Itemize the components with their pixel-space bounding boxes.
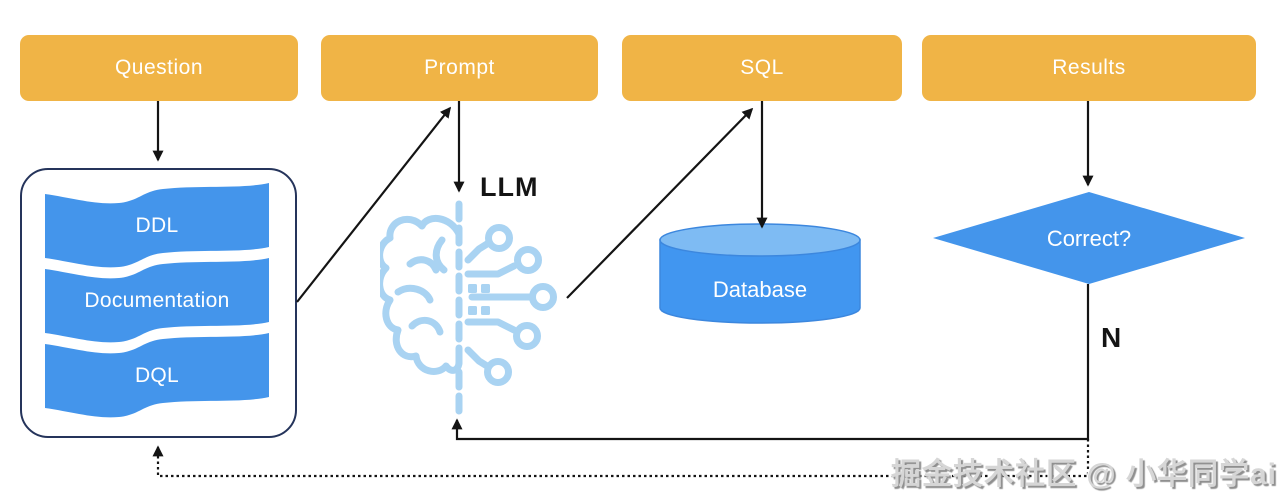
circuit-dash bbox=[468, 284, 477, 293]
database-label: Database bbox=[712, 277, 808, 302]
circuit-dash bbox=[481, 284, 490, 293]
circuit-node bbox=[485, 224, 513, 252]
circuit-dash bbox=[468, 306, 477, 315]
watermark-text: 掘金技术社区 @ 小华同学ai bbox=[891, 458, 1277, 491]
no-branch-label: N bbox=[1101, 322, 1122, 353]
brain-left-hemisphere bbox=[380, 215, 463, 375]
banner-ddl: DDL bbox=[45, 182, 269, 270]
llm-brain-icon bbox=[380, 200, 557, 416]
decision-label: Correct? bbox=[1046, 226, 1132, 251]
wave-banner-shape bbox=[45, 183, 269, 268]
stage-box-prompt: Prompt bbox=[321, 35, 598, 101]
wave-banner-shape bbox=[45, 258, 269, 343]
llm-label: LLM bbox=[480, 172, 539, 202]
stage-box-sql: SQL bbox=[622, 35, 902, 101]
circuit-dash bbox=[481, 306, 490, 315]
stage-label-sql: SQL bbox=[740, 56, 784, 79]
banner-label-documentation: Documentation bbox=[84, 289, 230, 312]
banner-label-dql: DQL bbox=[134, 364, 180, 387]
circuit-trace bbox=[464, 240, 491, 264]
stage-label-prompt: Prompt bbox=[424, 56, 495, 79]
banner-documentation: Documentation bbox=[45, 257, 269, 345]
stage-box-results: Results bbox=[922, 35, 1256, 101]
stage-label-results: Results bbox=[1052, 56, 1126, 79]
decision-diamond bbox=[933, 192, 1245, 284]
circuit-node bbox=[484, 358, 512, 386]
circuit-trace bbox=[464, 262, 518, 278]
circuit-trace bbox=[464, 346, 491, 370]
stage-label-question: Question bbox=[114, 56, 204, 79]
banner-label-ddl: DDL bbox=[135, 214, 179, 237]
circuit-node bbox=[513, 322, 541, 350]
circuit-trace bbox=[464, 318, 518, 334]
wave-banner-shape bbox=[45, 333, 269, 418]
banner-dql: DQL bbox=[45, 332, 269, 420]
circuit-node bbox=[529, 283, 557, 311]
circuit-node bbox=[514, 246, 542, 274]
stage-box-question: Question bbox=[20, 35, 298, 101]
